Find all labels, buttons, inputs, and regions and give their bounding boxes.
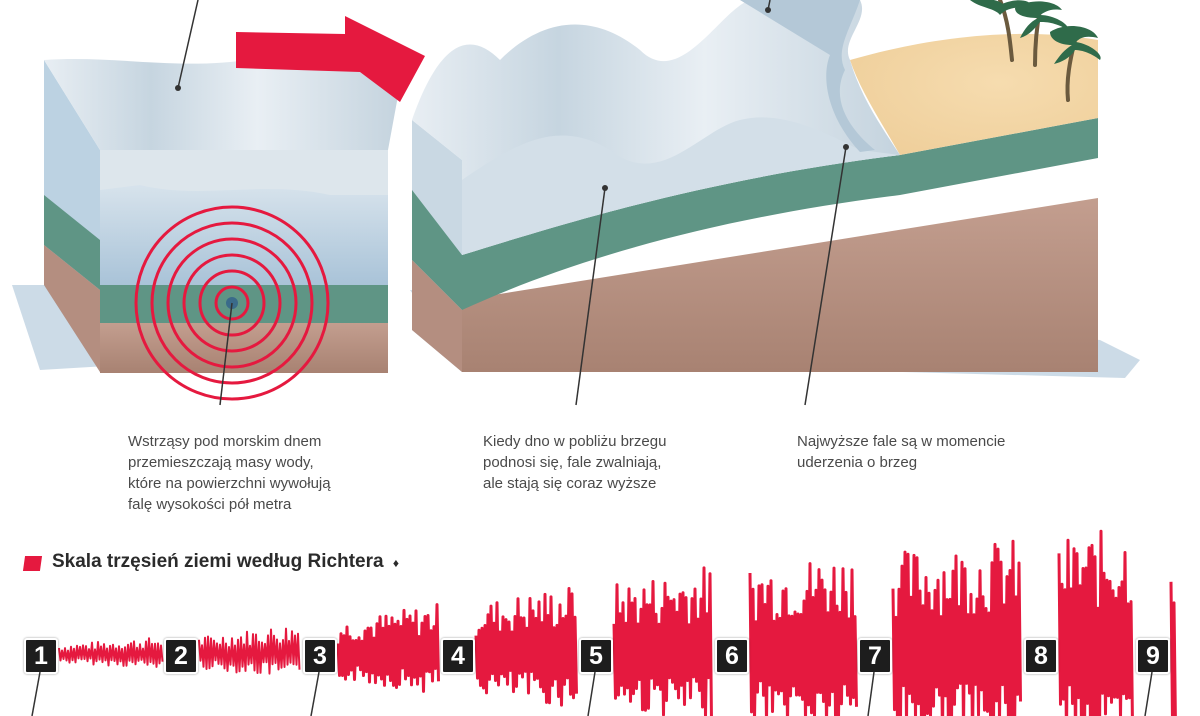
right-block-earth: [462, 198, 1098, 372]
left-block-front-earth: [44, 245, 100, 372]
scale-badge-5: 5: [579, 638, 613, 674]
caption-shock: Wstrząsy pod morskim dnem przemieszczają…: [128, 431, 331, 515]
caption-highest-line: Najwyższe fale są w momencie: [797, 433, 1006, 450]
seismogram: [58, 529, 1177, 716]
left-block-front-seabed: [44, 195, 100, 290]
right-pointer-dot: [843, 144, 849, 150]
caption-shore-rise-line: ale stają się coraz wyższe: [483, 475, 657, 492]
seismogram-segment-9: [1169, 581, 1177, 716]
scale-badge-2: 2: [164, 638, 198, 674]
caption-shore-rise: Kiedy dno w pobliżu brzegu podnosi się, …: [483, 431, 666, 494]
right-block: [410, 0, 1140, 406]
scale-badge-7: 7: [858, 638, 892, 674]
left-pointer-line: [219, 302, 233, 406]
caption-shore-rise-line: Kiedy dno w pobliżu brzegu: [483, 433, 667, 450]
scale-badge-6: 6: [715, 638, 749, 674]
scale-badge-8: 8: [1024, 638, 1058, 674]
arrow-right-icon: [236, 16, 425, 102]
seismogram-segment-6: [748, 562, 858, 716]
left-pointer-line-top: [177, 0, 199, 89]
title-marker: [22, 556, 43, 571]
right-pointer-line: [804, 146, 847, 406]
caption-shock-line: falę wysokości pół metra: [128, 496, 292, 513]
right-block-left-seabed: [412, 190, 462, 310]
caption-highest: Najwyższe fale są w momencie uderzenia o…: [797, 431, 1005, 473]
caption-shore-rise-line: podnosi się, fale zwalniają,: [483, 454, 662, 471]
wave-crest: [740, 0, 875, 152]
caption-shock-line: Wstrząsy pod morskim dnem: [128, 433, 322, 450]
seismogram-segment-1: [58, 637, 164, 668]
seismogram-segment-7: [891, 539, 1022, 716]
middle-pointer-line: [575, 187, 606, 406]
seismogram-segment-2: [198, 627, 301, 675]
middle-pointer-dot: [602, 185, 608, 191]
scale-badge-1: 1: [24, 638, 58, 674]
caption-shock-line: przemieszczają masy wody,: [128, 454, 314, 471]
richter-title-suffix: ♦: [392, 556, 399, 570]
right-block-seabed: [462, 118, 1098, 310]
richter-title-text: Skala trzęsień ziemi według Richtera: [52, 551, 384, 572]
richter-title: Skala trzęsień ziemi według Richtera ♦: [52, 551, 399, 573]
seismogram-segment-3: [336, 603, 440, 693]
right-pointer-dot-top: [765, 7, 771, 13]
left-pointer-dot-top: [175, 85, 181, 91]
left-block: [12, 0, 400, 406]
seismogram-segment-4: [474, 587, 578, 707]
seismogram-segment-8: [1057, 529, 1134, 716]
caption-shock-line: które na powierzchni wywołują: [128, 475, 331, 492]
caption-highest-line: uderzenia o brzeg: [797, 454, 918, 471]
scale-badge-9: 9: [1136, 638, 1170, 674]
right-block-water-depth: [462, 117, 900, 255]
seismogram-segment-5: [612, 566, 713, 716]
left-block-water-wave: [100, 150, 388, 195]
scale-badge-3: 3: [303, 638, 337, 674]
epicenter-rings-icon: [134, 205, 330, 401]
scale-badge-4: 4: [441, 638, 475, 674]
palm-tree-leaves: [970, 0, 1101, 64]
right-block-left-earth: [412, 260, 462, 372]
left-block-water-surface: [44, 56, 400, 150]
